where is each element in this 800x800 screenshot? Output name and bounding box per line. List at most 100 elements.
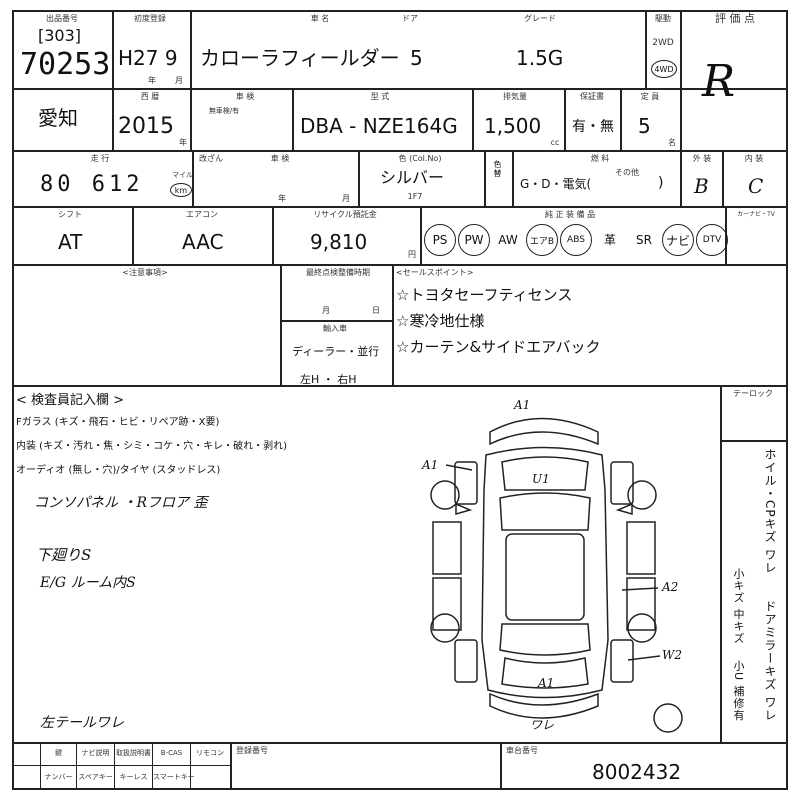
shaken-label: 車 検 — [270, 154, 290, 163]
wheel-rear-left — [430, 613, 460, 643]
mileage-unit: km — [174, 185, 188, 195]
interior-line: 内装 (キズ・汚れ・焦・シミ・コケ・穴・キレ・破れ・剥れ) — [16, 441, 287, 452]
roof — [505, 533, 585, 621]
warranty-value: 有・無 — [572, 119, 614, 135]
fuel-label: 燃 料 — [590, 154, 610, 163]
border-left — [12, 10, 14, 790]
col-line — [190, 10, 192, 88]
year-label: 西 暦 — [140, 92, 160, 101]
interior-label: 内 装 — [744, 154, 764, 163]
doors-label: ドア — [402, 14, 418, 23]
year-sub: 年 — [179, 138, 187, 147]
sales-point-3: ☆カーテン&サイドエアバック — [396, 338, 601, 356]
left-rear-fender — [454, 639, 478, 683]
row-divider-1 — [12, 88, 788, 90]
exterior-value: B — [694, 174, 709, 198]
car-name-label: 車 名 — [310, 14, 330, 23]
row-divider-6 — [12, 742, 788, 744]
footer-cell-key: 鍵 — [55, 749, 62, 757]
row-divider-5 — [12, 385, 788, 387]
lot-label: 出品番号 — [46, 14, 78, 23]
aircon-label: エアコン — [186, 210, 218, 219]
inspection-label: 車 検 — [235, 92, 255, 101]
pointer-line — [445, 464, 473, 471]
repaint-label: 色替 — [493, 160, 502, 178]
col-line — [190, 742, 191, 788]
mileage-value: 80 612 — [40, 172, 144, 197]
last-inspection-day: 日 — [372, 306, 380, 315]
shift-value: AT — [58, 230, 83, 254]
right-rear-fender — [610, 639, 634, 683]
color-label: 色 (Col.No) — [398, 154, 442, 163]
col-line — [620, 88, 622, 150]
right-front-fender — [610, 461, 634, 505]
inspection-sub: 無車検/有 — [208, 107, 240, 115]
col-line — [292, 88, 294, 150]
row-line — [720, 440, 786, 442]
mileage-mile: マイル — [172, 171, 193, 179]
equipment-label: 純 正 装 備 品 — [544, 210, 596, 219]
capacity-unit: 名 — [668, 138, 676, 147]
first-reg-value: H27 9 — [118, 46, 178, 70]
footer-cell-manual: 取扱説明書 — [116, 749, 151, 757]
drive-label: 駆動 — [655, 14, 671, 23]
mark-rear-crack: ワレ — [530, 718, 555, 732]
right-mirror — [615, 502, 633, 515]
row-divider-2 — [12, 150, 788, 152]
front-bumper — [489, 417, 599, 446]
inspector-title: < 検査員記入欄 > — [16, 393, 125, 408]
row-divider-3 — [12, 206, 788, 208]
drive-2wd: 2WD — [652, 38, 674, 48]
chassis-label: 車台番号 — [506, 746, 538, 755]
import-label: 輸入車 — [323, 324, 347, 333]
warranty-label: 保証書 — [580, 92, 604, 101]
sales-point-1: ☆トヨタセーフティセンス — [396, 286, 573, 304]
col-line — [132, 206, 134, 264]
shift-label: シフト — [58, 210, 82, 219]
mark-right-w2: W2 — [662, 648, 682, 662]
left-mirror — [455, 502, 473, 515]
right-rear-door — [626, 577, 656, 631]
row-line — [12, 765, 230, 766]
note-tail: 左テールワレ — [40, 715, 124, 731]
mileage-label: 走 行 — [90, 154, 110, 163]
col-line — [190, 88, 192, 150]
border-bottom — [12, 788, 788, 790]
col-line — [280, 264, 282, 385]
sales-point-2: ☆寒冷地仕様 — [396, 312, 485, 330]
wheel-front-right — [627, 480, 657, 510]
pointer-line — [627, 655, 661, 661]
windshield — [499, 492, 591, 531]
displacement-label: 排気量 — [503, 92, 527, 101]
car-name: カローラフィールダー — [200, 46, 400, 70]
reg-label: 登録番号 — [236, 746, 268, 755]
col-line — [720, 385, 722, 742]
fuel-options: G・D・電気( — [520, 177, 592, 191]
col-line — [564, 88, 566, 150]
fglass-line: Fガラス (キズ・飛石・ヒビ・リペア跡・X要) — [16, 417, 220, 428]
col-line — [40, 742, 41, 788]
shaken-month: 月 — [342, 194, 350, 203]
footer-cell-spare-key: スペアキー — [78, 773, 113, 781]
drive-4wd-circled: 4WD — [651, 60, 677, 78]
wheel-front-left — [430, 480, 460, 510]
trunk — [501, 657, 589, 689]
equipment-dtv: DTV — [696, 224, 728, 256]
hood — [501, 456, 589, 491]
sales-points-label: <セールスポイント> — [396, 268, 474, 277]
month-sub: 月 — [175, 76, 183, 85]
mark-front-a1: A1 — [514, 398, 531, 412]
mark-right-a2: A2 — [662, 580, 679, 594]
col-line — [112, 10, 114, 150]
drive-4wd: 4WD — [654, 64, 674, 74]
first-reg-label: 初度登録 — [134, 14, 166, 23]
exterior-label: 外 装 — [692, 154, 712, 163]
score-label: 評 価 点 — [715, 12, 755, 25]
col-line — [484, 150, 486, 206]
recycle-unit: 円 — [408, 250, 416, 259]
color-value: シルバー — [380, 168, 445, 187]
region: 愛知 — [38, 106, 78, 130]
equipment-革: 革 — [603, 233, 616, 247]
reading-label: 改ざん — [199, 154, 223, 163]
